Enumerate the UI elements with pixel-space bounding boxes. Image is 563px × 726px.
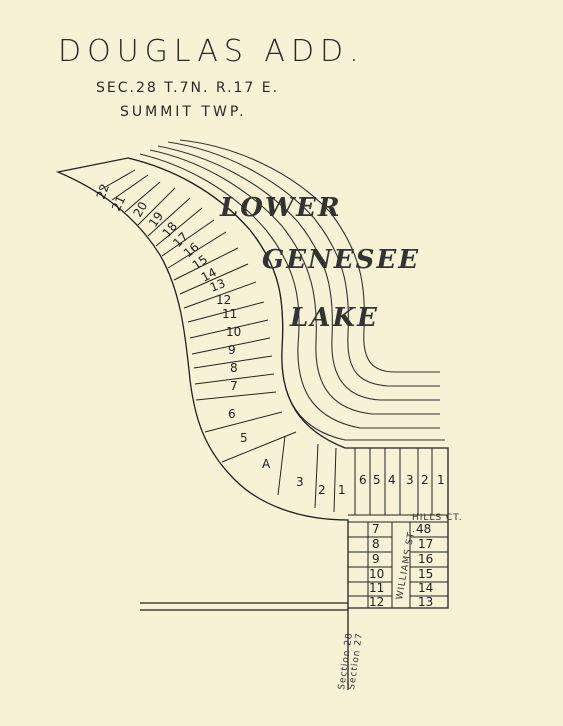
lot-number: 3 xyxy=(406,473,414,487)
lot-number: 12 xyxy=(369,595,384,609)
lot-number: 6 xyxy=(359,473,367,487)
lot-number: 15 xyxy=(418,567,433,581)
lot-number: 11 xyxy=(222,307,237,321)
contour-line xyxy=(149,149,440,415)
lot-number: 1 xyxy=(338,483,346,497)
lot-number: 11 xyxy=(369,581,384,595)
lot-lines-east xyxy=(348,448,448,608)
lot-number: 10 xyxy=(226,325,241,339)
lot-number: A xyxy=(262,457,271,471)
lot-number: 13 xyxy=(418,595,433,609)
boundary-outline xyxy=(55,157,449,609)
lot-number: 1 xyxy=(437,473,445,487)
street-label-williams-st: WILLIAMS ST. xyxy=(395,528,417,600)
street-label-hills-ct: HILLS CT. xyxy=(412,513,463,523)
map-title: DOUGLAS ADD. xyxy=(58,34,365,69)
subdivision-boundary xyxy=(55,157,449,690)
lake-label-lake: LAKE xyxy=(289,303,379,333)
lot-number: 5 xyxy=(373,473,381,487)
lot-number: 21 xyxy=(109,194,128,214)
west-lot-numbers: 22 21 20 19 18 17 16 15 14 13 12 11 10 9… xyxy=(94,182,346,497)
west-block-lot-numbers: 7 8 9 10 11 12 xyxy=(369,522,384,609)
contour-line xyxy=(167,141,440,387)
lot-number: 12 xyxy=(216,293,231,307)
contour-line xyxy=(139,153,440,429)
lot-number: 2 xyxy=(421,473,429,487)
lot-number: 2 xyxy=(318,483,326,497)
lot-number: 7 xyxy=(372,522,380,536)
township-name: SUMMIT TWP. xyxy=(120,104,247,120)
lot-number: 17 xyxy=(418,537,433,551)
lot-number: 14 xyxy=(418,581,433,595)
lot-number: 22 xyxy=(94,182,112,201)
lot-number: 13 xyxy=(208,276,227,295)
lot-number: 4 xyxy=(388,473,396,487)
lot-number: 3 xyxy=(296,475,304,489)
lot-number: 48 xyxy=(416,522,431,536)
lot-number: 16 xyxy=(418,552,433,566)
lot-number: 7 xyxy=(230,379,238,393)
north-block-lot-numbers: 6 5 4 3 2 1 xyxy=(359,473,445,487)
lot-number: 5 xyxy=(240,431,248,445)
section-township-range: SEC.28 T.7N. R.17 E. xyxy=(96,80,280,96)
lot-number: 14 xyxy=(199,265,219,285)
lot-number: 8 xyxy=(372,537,380,551)
lot-lines-west xyxy=(99,169,337,513)
lake-label-genesee: GENESEE xyxy=(262,245,420,275)
east-block-lot-numbers: 48 17 16 15 14 13 xyxy=(416,522,433,609)
contour-line xyxy=(157,145,440,401)
lot-number: 10 xyxy=(369,567,384,581)
lot-number: 9 xyxy=(228,343,236,357)
contour-line xyxy=(179,139,440,373)
lot-number: 8 xyxy=(230,361,238,375)
lot-number: 6 xyxy=(228,407,236,421)
lot-number: 9 xyxy=(372,552,380,566)
lot-number: 20 xyxy=(130,199,150,219)
lake-label-lower: LOWER xyxy=(219,193,342,223)
